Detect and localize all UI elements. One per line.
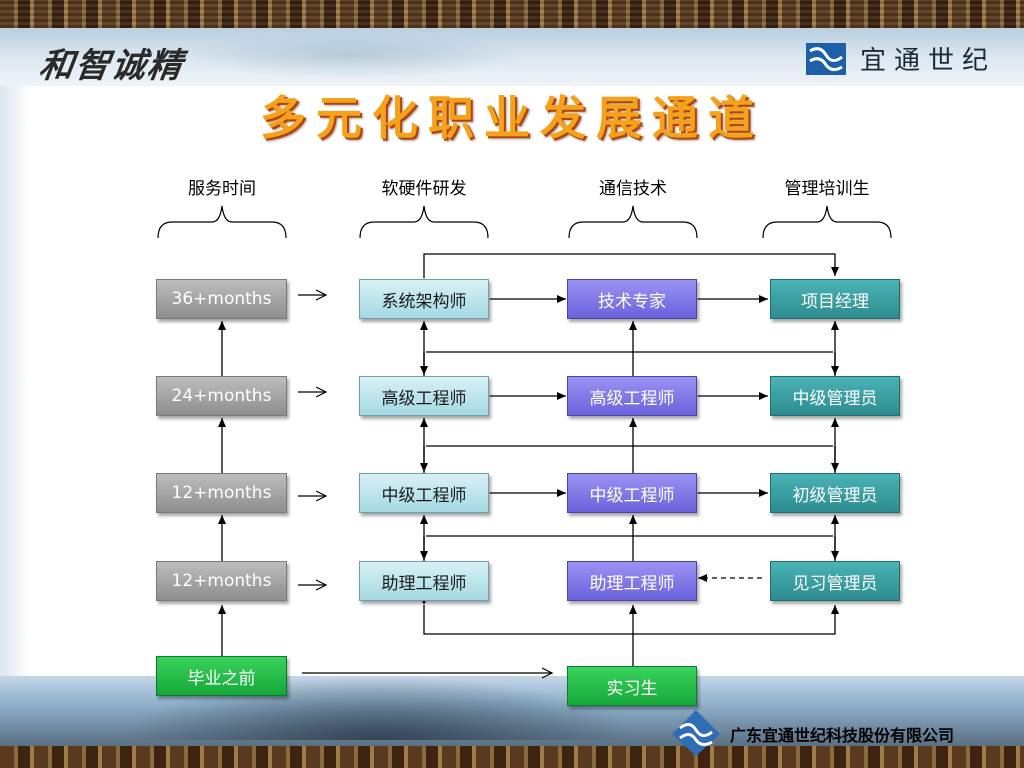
- footer-company-name: 广东宜通世纪科技股份有限公司: [730, 726, 955, 745]
- header-band: [0, 28, 1024, 86]
- decorative-side-wash: [0, 86, 30, 696]
- node-technical-expert: 技术专家: [567, 279, 697, 319]
- page-title: 多元化职业发展通道: [260, 91, 764, 145]
- brace-management: [762, 205, 892, 239]
- company-logo-icon: [672, 710, 720, 756]
- brace-rd: [359, 205, 489, 239]
- node-dev-mid-engineer: 中级工程师: [359, 473, 489, 513]
- node-junior-manager: 初级管理员: [770, 473, 900, 513]
- decorative-border-bottom: [0, 746, 1024, 768]
- brace-service-time: [157, 205, 287, 239]
- node-system-architect: 系统架构师: [359, 279, 489, 319]
- brand-name: 宜通世纪: [860, 46, 997, 76]
- node-mid-manager: 中级管理员: [770, 376, 900, 416]
- brace-telecom: [568, 205, 698, 239]
- node-project-manager: 项目经理: [770, 279, 900, 319]
- loop-bottom: [420, 596, 839, 635]
- node-trainee-manager: 见习管理员: [770, 561, 900, 601]
- node-dev-assistant-engineer: 助理工程师: [359, 561, 489, 601]
- node-12-months-a: 12+months: [156, 473, 287, 513]
- node-intern: 实习生: [567, 666, 697, 706]
- node-tech-assistant-engineer: 助理工程师: [567, 561, 697, 601]
- node-dev-senior-engineer: 高级工程师: [359, 376, 489, 416]
- node-before-graduation: 毕业之前: [156, 656, 287, 696]
- node-tech-senior-engineer: 高级工程师: [567, 376, 697, 416]
- node-tech-mid-engineer: 中级工程师: [567, 473, 697, 513]
- column-header-rd: 软硬件研发: [381, 179, 467, 199]
- column-header-telecom: 通信技术: [599, 179, 667, 199]
- column-header-service-time: 服务时间: [188, 179, 256, 199]
- brand-logo: 宜通世纪: [806, 40, 996, 77]
- decorative-border-top: [0, 0, 1024, 28]
- brand-logo-icon: [806, 42, 846, 75]
- node-36-months: 36+months: [156, 279, 287, 319]
- node-24-months: 24+months: [156, 376, 287, 416]
- node-12-months-b: 12+months: [156, 561, 287, 601]
- column-header-management: 管理培训生: [784, 179, 870, 199]
- loop-architect-pm: [420, 253, 839, 287]
